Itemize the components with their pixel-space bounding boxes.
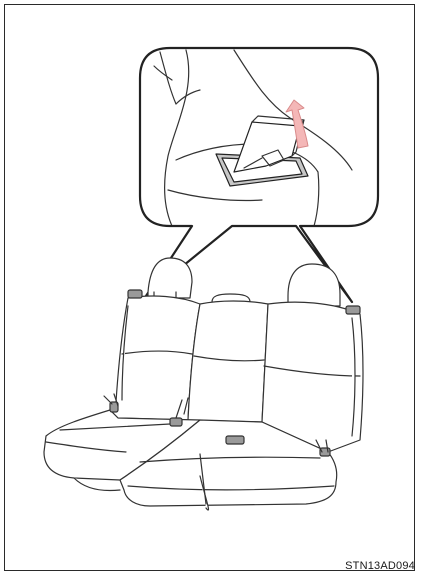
left-buckle xyxy=(128,290,142,298)
right-buckle xyxy=(346,306,360,314)
right-headrest xyxy=(288,264,340,306)
center-seatback xyxy=(188,301,268,422)
figure-code: STN13AD094 xyxy=(345,560,415,572)
rear-seat xyxy=(44,258,363,510)
